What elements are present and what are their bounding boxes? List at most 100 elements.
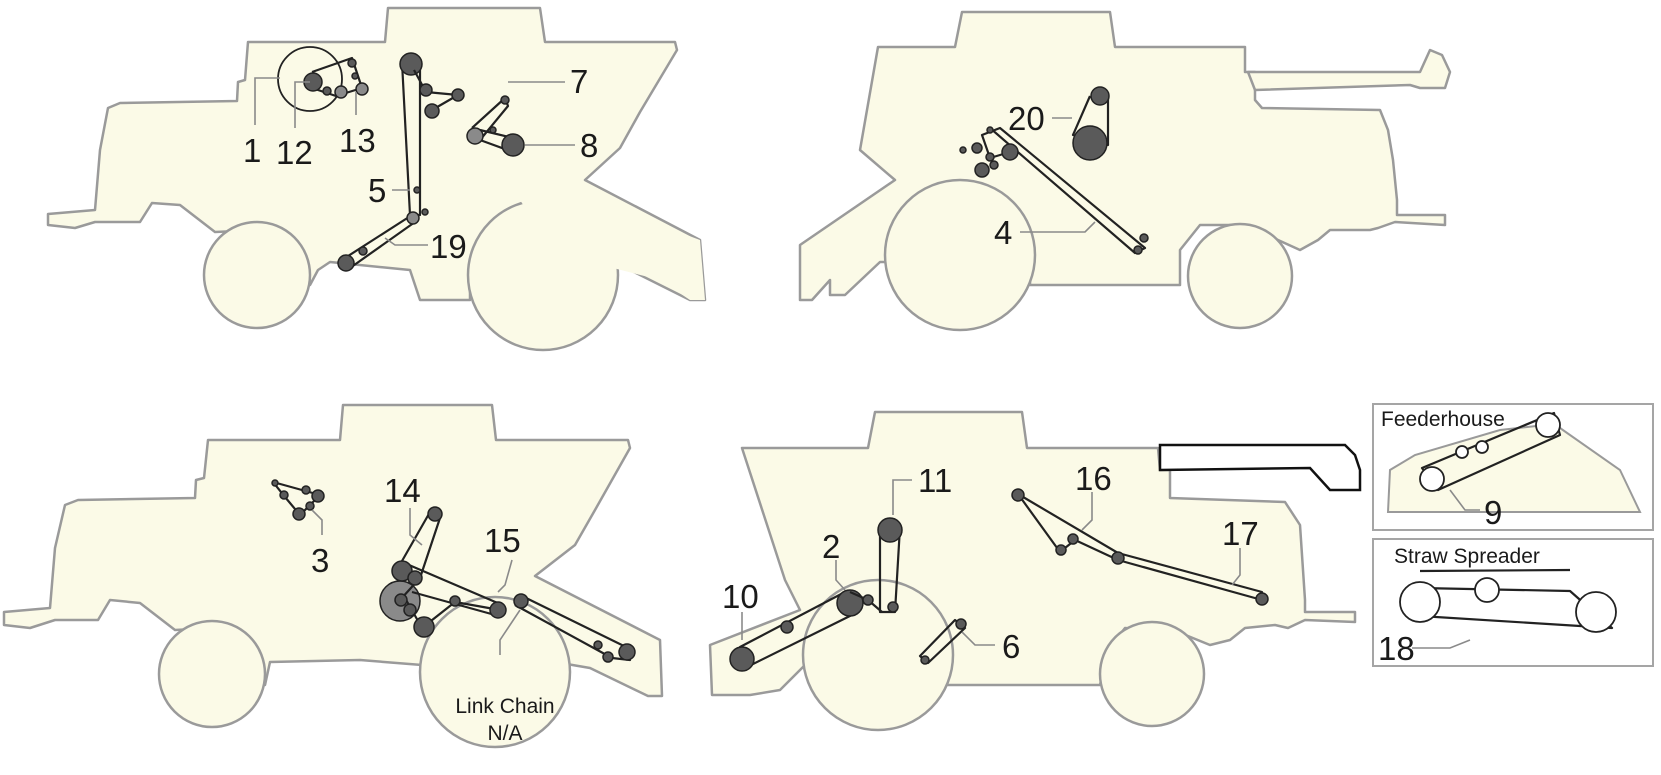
pulley	[1255, 592, 1269, 606]
pulley	[1535, 412, 1561, 438]
pulley	[1455, 445, 1469, 459]
pulley	[301, 485, 311, 495]
pulley	[1474, 577, 1500, 603]
callout-4: 4	[994, 214, 1012, 251]
front-wheel	[157, 619, 267, 729]
pulley	[394, 593, 408, 607]
pulley	[322, 86, 332, 96]
pulley	[1055, 544, 1067, 556]
belt-11	[878, 526, 902, 614]
straw-spreader-title: Straw Spreader	[1394, 545, 1540, 568]
pulley	[989, 160, 999, 170]
callout-14: 14	[384, 472, 421, 509]
leader-14	[409, 508, 423, 546]
pulley	[1011, 488, 1025, 502]
leader-19	[384, 237, 428, 246]
pulley	[986, 126, 994, 134]
pulley	[1090, 86, 1110, 106]
pulley	[1399, 581, 1441, 623]
callout-7: 7	[570, 63, 588, 100]
callout-5: 5	[368, 172, 386, 209]
header-outline	[520, 180, 705, 300]
pulley	[419, 83, 433, 97]
pulley	[1575, 591, 1617, 633]
pulley	[271, 479, 279, 487]
pulley	[279, 490, 289, 500]
pulley	[1111, 551, 1125, 565]
pulley	[501, 133, 525, 157]
pulley	[593, 640, 603, 650]
pulley	[399, 52, 423, 76]
pulley	[1419, 466, 1445, 492]
pulley	[427, 506, 443, 522]
rear-wheel	[418, 595, 572, 749]
leader-9	[1449, 489, 1480, 511]
straw-spreader-belt-top	[1419, 568, 1571, 573]
leader-2	[835, 560, 846, 591]
pulley	[974, 162, 990, 178]
pulley	[334, 85, 348, 99]
pulley	[729, 646, 755, 672]
callout-8: 8	[580, 127, 598, 164]
pulley	[351, 72, 359, 80]
unload-auger-outline	[1246, 48, 1452, 92]
callout-13: 13	[339, 122, 376, 159]
callout-1: 1	[243, 132, 261, 169]
pulley	[358, 246, 368, 256]
callout-10: 10	[722, 578, 759, 615]
leader-link-chain	[499, 609, 521, 655]
pulley	[955, 618, 967, 630]
leader-16	[1081, 492, 1093, 531]
pulley	[424, 103, 440, 119]
leader-3	[311, 509, 323, 535]
pulley	[971, 142, 983, 154]
pulley	[489, 126, 497, 134]
leader-11	[892, 479, 912, 515]
callout-18: 18	[1378, 630, 1415, 667]
pulley	[1475, 440, 1489, 454]
unload-auger-outline	[1158, 443, 1362, 492]
front-wheel	[1098, 620, 1206, 728]
leader-17	[1231, 548, 1241, 586]
callout-17: 17	[1222, 515, 1259, 552]
pulley	[618, 643, 636, 661]
link-chain-label: Link Chain	[455, 695, 554, 718]
pulley	[836, 589, 864, 617]
combine-view-top-right: 20 4	[798, 10, 1452, 332]
pulley	[337, 254, 355, 272]
pulley	[311, 489, 325, 503]
combine-view-bottom-left: 3 14 15 Link Chain N/A	[2, 403, 664, 749]
feederhouse-title: Feederhouse	[1381, 408, 1505, 431]
pulley	[920, 655, 930, 665]
pulley	[1139, 233, 1149, 243]
callout-6: 6	[1002, 628, 1020, 665]
pulley	[877, 517, 903, 543]
leader-18	[1412, 639, 1471, 649]
pulley	[403, 603, 417, 617]
pulley	[407, 570, 423, 586]
pulley	[305, 501, 315, 511]
leader-15	[497, 559, 513, 593]
leader-1	[254, 77, 280, 125]
pulley	[413, 186, 421, 194]
callout-16: 16	[1075, 460, 1112, 497]
combine-view-bottom-right: 11 2 10 6 16 17	[708, 410, 1362, 732]
callout-3: 3	[311, 542, 329, 579]
front-wheel	[1186, 222, 1294, 330]
pulley	[355, 82, 369, 96]
pulley	[347, 58, 357, 68]
straw-spreader-inset: Straw Spreader 18	[1372, 538, 1654, 667]
feederhouse-inset: Feederhouse 9	[1372, 403, 1654, 531]
pulley	[1133, 245, 1143, 255]
pulley	[887, 601, 899, 613]
leader-6	[961, 631, 995, 646]
pulley	[513, 593, 529, 609]
callout-12: 12	[276, 134, 313, 171]
pulley	[500, 95, 510, 105]
belt-5-branch	[413, 69, 460, 111]
callout-11: 11	[918, 462, 952, 499]
callout-19: 19	[430, 228, 467, 265]
leader-12	[294, 81, 310, 128]
callout-20: 20	[1008, 100, 1045, 137]
